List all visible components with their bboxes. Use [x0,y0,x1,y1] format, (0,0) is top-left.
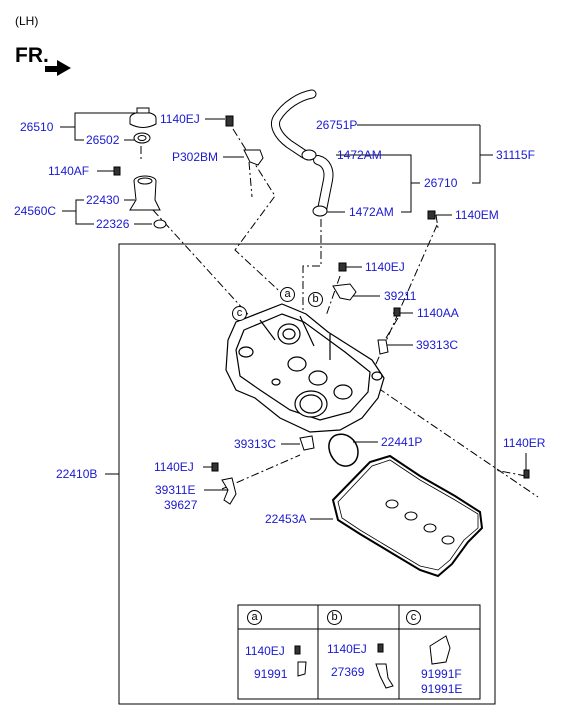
part-label-1140em[interactable]: 1140EM [455,208,499,222]
callout-c[interactable]: c [232,306,247,321]
oil-filler-neck [129,175,161,211]
part-label-26510[interactable]: 26510 [20,120,54,134]
front-arrow-icon [45,60,71,76]
part-label-1140er[interactable]: 1140ER [503,436,546,450]
part-label-24560c[interactable]: 24560C [14,204,57,218]
detail-a-bolt-label[interactable]: 1140EJ [245,644,285,658]
part-label-39313c-left[interactable]: 39313C [234,437,277,451]
part-label-1472am-upper[interactable]: 1472AM [337,148,382,162]
detail-a-part-label[interactable]: 91991 [254,667,288,681]
detail-marker-b: b [327,610,342,625]
part-label-26710[interactable]: 26710 [424,176,458,190]
part-label-39313c-right[interactable]: 39313C [416,338,459,352]
part-label-22453a[interactable]: 22453A [265,512,307,526]
part-label-1472am-lower[interactable]: 1472AM [349,205,394,219]
cover-gasket-small [328,433,359,467]
part-label-1140ej-low[interactable]: 1140EJ [154,460,194,474]
callout-a[interactable]: a [280,287,295,302]
front-label: FR. [15,44,49,67]
cover-gasket-large [331,454,484,578]
part-label-22441p[interactable]: 22441P [381,435,423,449]
pcv-bracket [243,149,264,166]
part-label-26751p[interactable]: 26751P [316,118,358,132]
detail-marker-a: a [247,610,262,625]
leader-lines [60,112,527,520]
oil-filler-cap [129,107,157,128]
detail-c-part1-label[interactable]: 91991F [421,667,462,681]
part-label-1140aa[interactable]: 1140AA [417,306,459,320]
cam-position-sensor-left [299,435,315,451]
part-label-39311e[interactable]: 39311E [155,483,196,497]
side-indicator: (LH) [15,14,39,28]
cam-position-sensor-right [377,339,389,355]
part-label-22410b[interactable]: 22410B [56,467,98,481]
part-label-22430[interactable]: 22430 [86,193,120,207]
spark-plug-seals [385,499,455,545]
hose-clamps [301,149,328,217]
part-label-p302bm[interactable]: P302BM [172,150,219,164]
guide-lines [140,128,539,498]
part-label-1140af[interactable]: 1140AF [48,164,90,178]
part-label-31115f[interactable]: 31115F [496,148,535,162]
detail-marker-c: c [406,610,421,625]
detail-c-part2-label[interactable]: 91991E [421,682,463,696]
detail-table [237,604,481,700]
o-ring [153,219,167,229]
detail-b-bolt-label[interactable]: 1140EJ [327,642,367,656]
part-label-1140ej-mid[interactable]: 1140EJ [365,260,405,274]
sensor-bracket [332,283,357,301]
bolts [113,115,530,479]
sensor-bracket-lower [221,477,237,505]
callout-b[interactable]: b [308,292,323,307]
part-label-22326[interactable]: 22326 [96,217,130,231]
part-label-1140ej-top[interactable]: 1140EJ [160,112,200,126]
detail-b-part-label[interactable]: 27369 [331,665,365,679]
part-label-26502[interactable]: 26502 [86,133,120,147]
cylinder-head-cover [225,303,385,433]
part-label-39211[interactable]: 39211 [384,289,417,303]
part-label-39627[interactable]: 39627 [164,498,198,512]
